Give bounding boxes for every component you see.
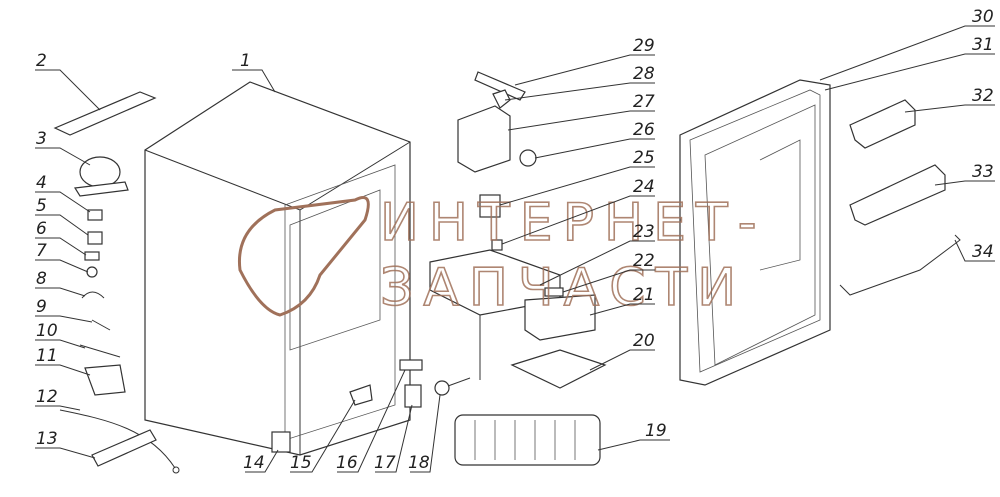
- small-parts-9-11: [79, 319, 126, 396]
- knob-26: [519, 149, 537, 167]
- tray-21: [524, 294, 596, 341]
- label-22: 22: [633, 251, 655, 271]
- label-10: 10: [36, 321, 58, 341]
- label-16: 16: [336, 453, 358, 473]
- label-6: 6: [36, 219, 47, 239]
- part-25: [479, 194, 501, 218]
- compressor-3: [73, 156, 129, 197]
- part-28: [492, 89, 511, 109]
- label-33: 33: [972, 162, 994, 182]
- thermostat-box-27: [457, 105, 511, 173]
- label-1: 1: [240, 51, 251, 71]
- watermark-line-1: ИНТЕРНЕТ-: [380, 193, 766, 253]
- label-24: 24: [633, 177, 655, 197]
- label-19: 19: [645, 421, 667, 441]
- part-number-labels: 1 2 3 4 5 6 7 8 9 10 11 12 13 14 15 16 1…: [36, 7, 994, 473]
- cabinet-part: [144, 81, 411, 456]
- label-15: 15: [290, 453, 312, 473]
- label-18: 18: [408, 453, 430, 473]
- label-20: 20: [633, 331, 655, 351]
- label-23: 23: [633, 222, 655, 242]
- door-shelf-32: [849, 99, 916, 149]
- label-26: 26: [633, 120, 655, 140]
- label-17: 17: [374, 453, 396, 473]
- label-4: 4: [36, 173, 47, 193]
- bracket-2: [53, 91, 157, 136]
- watermark: ИНТЕРНЕТ- ЗАПЧАСТИ: [237, 192, 766, 319]
- label-5: 5: [36, 196, 47, 216]
- watermark-line-2: ЗАПЧАСТИ: [380, 258, 746, 318]
- small-parts-4-8: [81, 209, 105, 299]
- leader-lines: [35, 25, 995, 473]
- label-32: 32: [972, 86, 994, 106]
- door-part: [679, 79, 831, 386]
- label-12: 12: [36, 387, 58, 407]
- label-28: 28: [633, 64, 655, 84]
- label-31: 31: [972, 35, 994, 55]
- label-11: 11: [36, 346, 58, 366]
- label-25: 25: [633, 148, 655, 168]
- tray-20: [510, 349, 607, 389]
- part-24: [491, 239, 503, 251]
- label-14: 14: [243, 453, 265, 473]
- label-7: 7: [36, 241, 47, 261]
- door-shelf-33: [849, 164, 946, 226]
- label-2: 2: [36, 51, 47, 71]
- label-13: 13: [36, 429, 58, 449]
- label-27: 27: [633, 92, 655, 112]
- label-8: 8: [36, 269, 47, 289]
- shelf-19: [454, 414, 601, 466]
- label-9: 9: [36, 297, 47, 317]
- label-34: 34: [972, 242, 994, 262]
- label-3: 3: [36, 129, 47, 149]
- handle-29: [474, 71, 526, 101]
- chainsaw-logo: [237, 196, 370, 317]
- label-21: 21: [633, 285, 655, 305]
- bottom-parts: [271, 359, 471, 453]
- cord-12: [59, 409, 180, 474]
- label-29: 29: [633, 36, 655, 56]
- label-30: 30: [972, 7, 994, 27]
- tube-13: [91, 429, 157, 467]
- rod-34: [839, 234, 961, 296]
